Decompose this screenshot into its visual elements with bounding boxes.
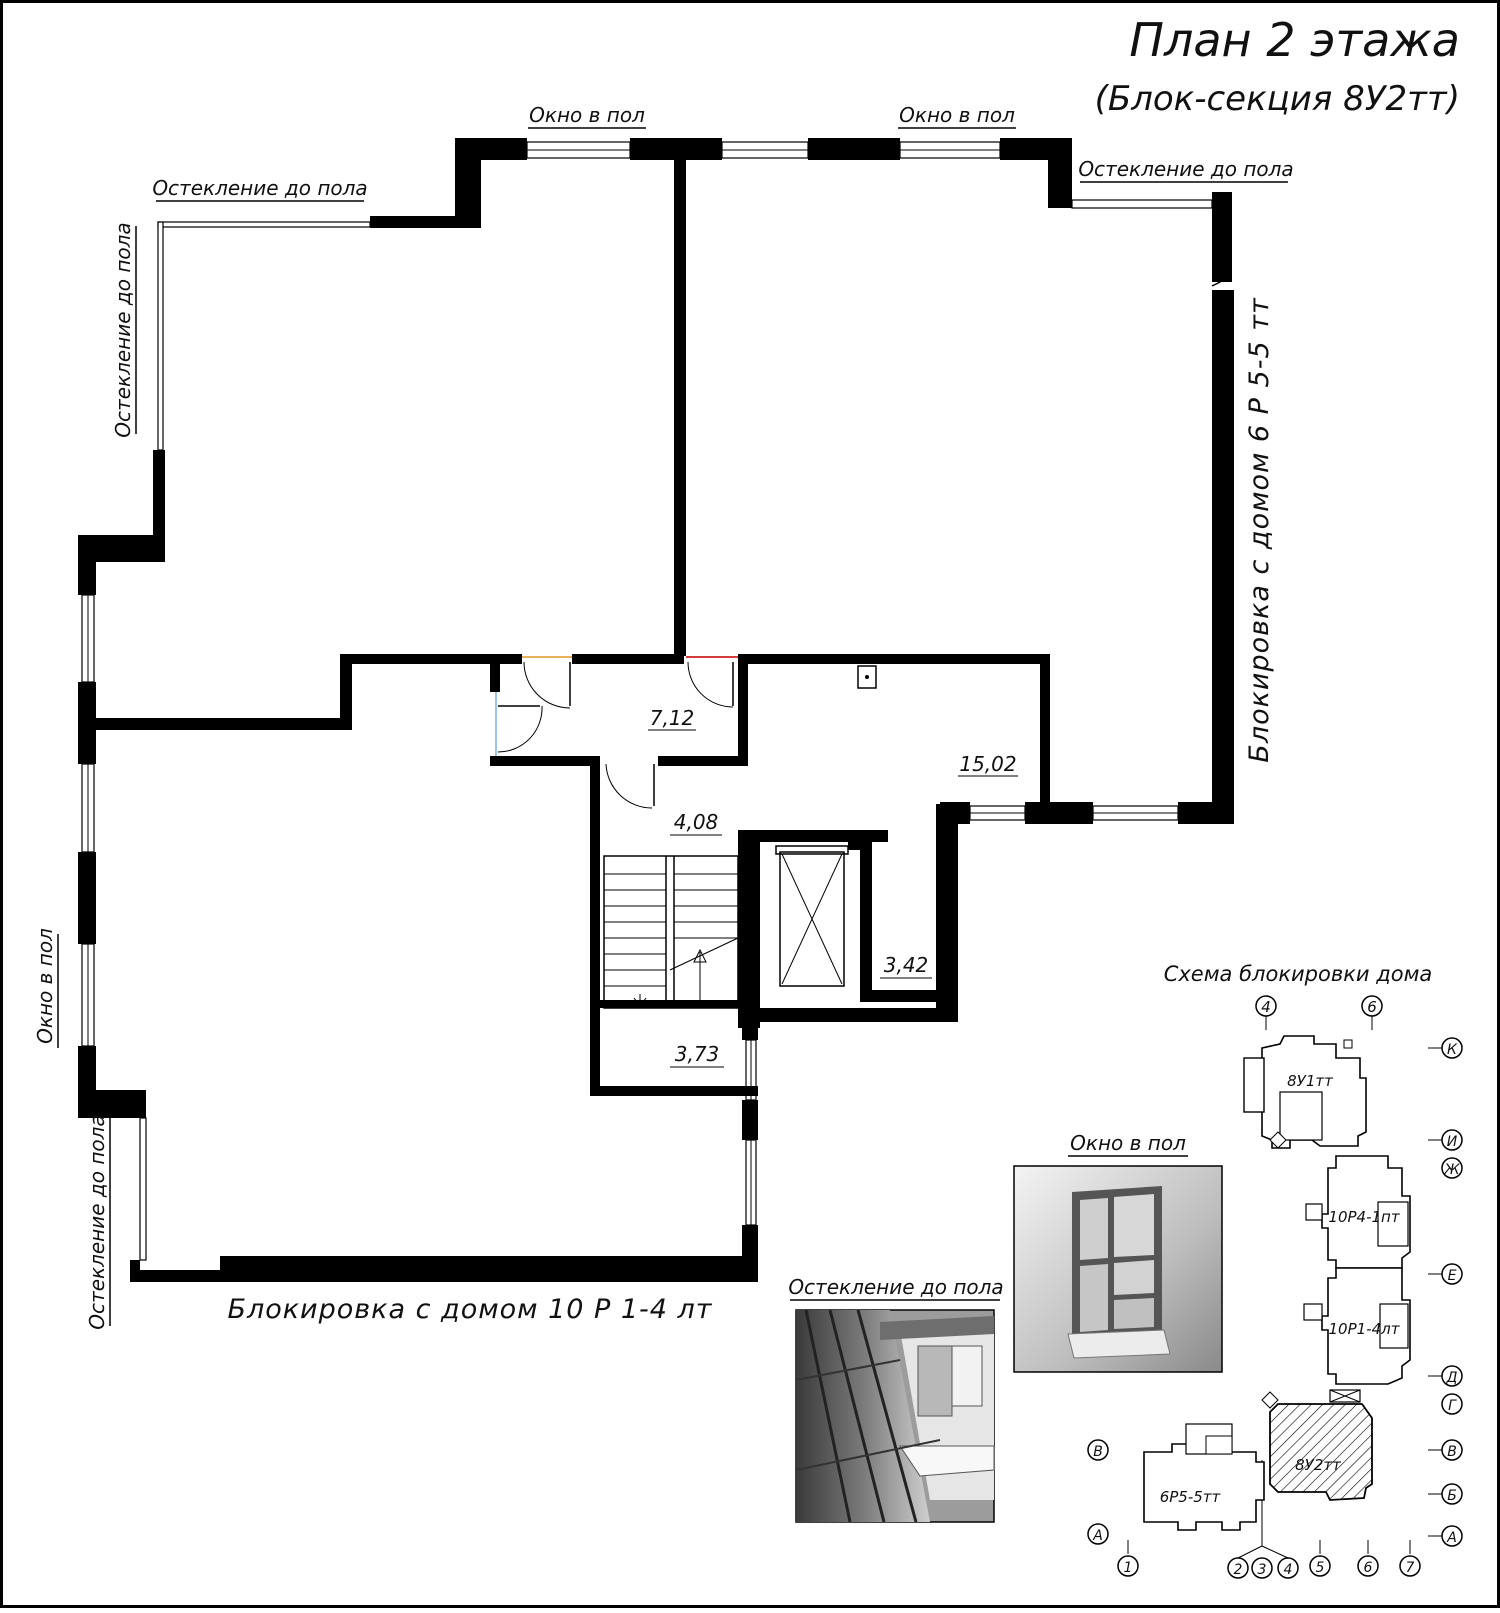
room-area-shaft: 3,42 [884,953,929,977]
window-left-3 [81,943,95,1047]
svg-text:6: 6 [1364,1560,1373,1576]
windows [81,141,1221,1261]
svg-text:И: И [1447,1134,1458,1150]
scheme-label-8u2: 8У2тт [1295,1456,1342,1474]
svg-text:А: А [1446,1530,1457,1546]
svg-text:4: 4 [1261,998,1271,1016]
exterior-walls [78,138,1234,1282]
label-glazing-left: Остекление до пола [111,222,135,437]
scheme-label-6r5: 6Р5-5тт [1160,1488,1222,1506]
room-area-stair: 4,08 [674,810,719,834]
plan-subtitle: (Блок-секция 8У2тт) [1095,79,1460,119]
svg-text:6: 6 [1367,998,1377,1016]
photo-glazing-title: Остекление до пола [788,1275,1003,1299]
svg-text:К: К [1447,1042,1458,1058]
door-bath [497,705,543,753]
blocking-scheme: Схема блокировки дома 4 6 К И Ж Е Д Г В … [1087,962,1463,1579]
label-window-floor-left: Окно в пол [33,928,57,1044]
door-hall-1 [523,661,571,709]
window-top-left [526,141,631,159]
scheme-axes-left: В А [1087,1439,1109,1545]
label-glazing-top-left: Остекление до пола [152,176,367,200]
scheme-block-8u1: 8У1тт [1243,1035,1367,1149]
room-labels: 7,12 15,02 4,08 3,42 3,73 [648,706,1018,1068]
photo-glazing: Остекление до пола [788,1275,1004,1523]
label-glazing-top-right: Остекление до пола [1078,157,1293,181]
svg-text:5: 5 [1316,1560,1325,1576]
door-stair [605,763,655,809]
staircase [603,855,739,1009]
scheme-label-10r1: 10Р1-4лт [1329,1320,1401,1338]
scheme-axes-top: 4 6 [1255,995,1383,1030]
scheme-title: Схема блокировки дома [1164,962,1433,986]
label-block-bottom: Блокировка с домом 10 Р 1-4 лт [227,1294,712,1325]
window-right-lower-2 [745,1139,757,1226]
doors [497,661,734,809]
elevator-shaft [775,845,849,987]
glazing-bottom-left [139,1117,147,1261]
photo-window-title: Окно в пол [1070,1131,1186,1155]
scheme-block-10r4: 10Р4-1пт [1305,1155,1411,1269]
label-window-floor-2: Окно в пол [899,103,1015,127]
room-area-hall: 7,12 [650,706,695,730]
sink-symbol [857,665,877,689]
svg-text:1: 1 [1124,1560,1133,1576]
svg-text:А: А [1092,1528,1103,1544]
plan-title: План 2 этажа [1129,13,1460,67]
svg-text:Е: Е [1448,1268,1457,1284]
label-window-floor-1: Окно в пол [529,103,645,127]
svg-text:2: 2 [1234,1562,1243,1578]
window-top-mid [721,141,809,159]
svg-text:7: 7 [1406,1560,1415,1576]
annotations: Окно в пол Окно в пол Остекление до пола… [33,103,1294,1330]
photo-window: Окно в пол [1013,1131,1223,1373]
window-kitchen-2 [1092,805,1179,821]
scheme-axes-bottom: 1 2 3 4 5 6 7 [1117,1460,1421,1579]
scheme-label-8u1: 8У1тт [1287,1072,1334,1090]
svg-text:4: 4 [1284,1562,1293,1578]
door-hall-2 [687,661,734,708]
svg-text:Д: Д [1446,1370,1458,1386]
svg-text:3: 3 [1258,1562,1267,1578]
scheme-label-10r4: 10Р4-1пт [1328,1208,1400,1226]
window-kitchen-1 [969,805,1026,821]
window-left-2 [81,763,95,853]
label-glazing-bottom-left: Остекление до пола [85,1114,109,1329]
glazing-top-right [1071,199,1221,287]
room-area-kitchen: 15,02 [959,752,1016,776]
svg-text:В: В [1447,1444,1457,1460]
window-left-1 [81,594,95,683]
scheme-block-8u2: 8У2тт [1261,1389,1373,1501]
room-area-lobby: 3,73 [675,1042,720,1066]
svg-text:В: В [1093,1444,1103,1460]
svg-text:Ж: Ж [1443,1162,1460,1178]
svg-text:Б: Б [1447,1488,1457,1504]
scheme-block-6r5: 6Р5-5тт [1143,1423,1265,1531]
scheme-axes-right: К И Ж Е Д Г В Б А [1428,1037,1463,1547]
glazing-top-left [157,221,371,451]
interior-walls [96,156,1050,1096]
svg-text:Г: Г [1448,1398,1457,1414]
window-top-right [899,141,1001,159]
scheme-block-10r1: 10Р1-4лт [1303,1267,1411,1385]
label-block-right: Блокировка с домом 6 Р 5-5 тт [1244,297,1275,763]
